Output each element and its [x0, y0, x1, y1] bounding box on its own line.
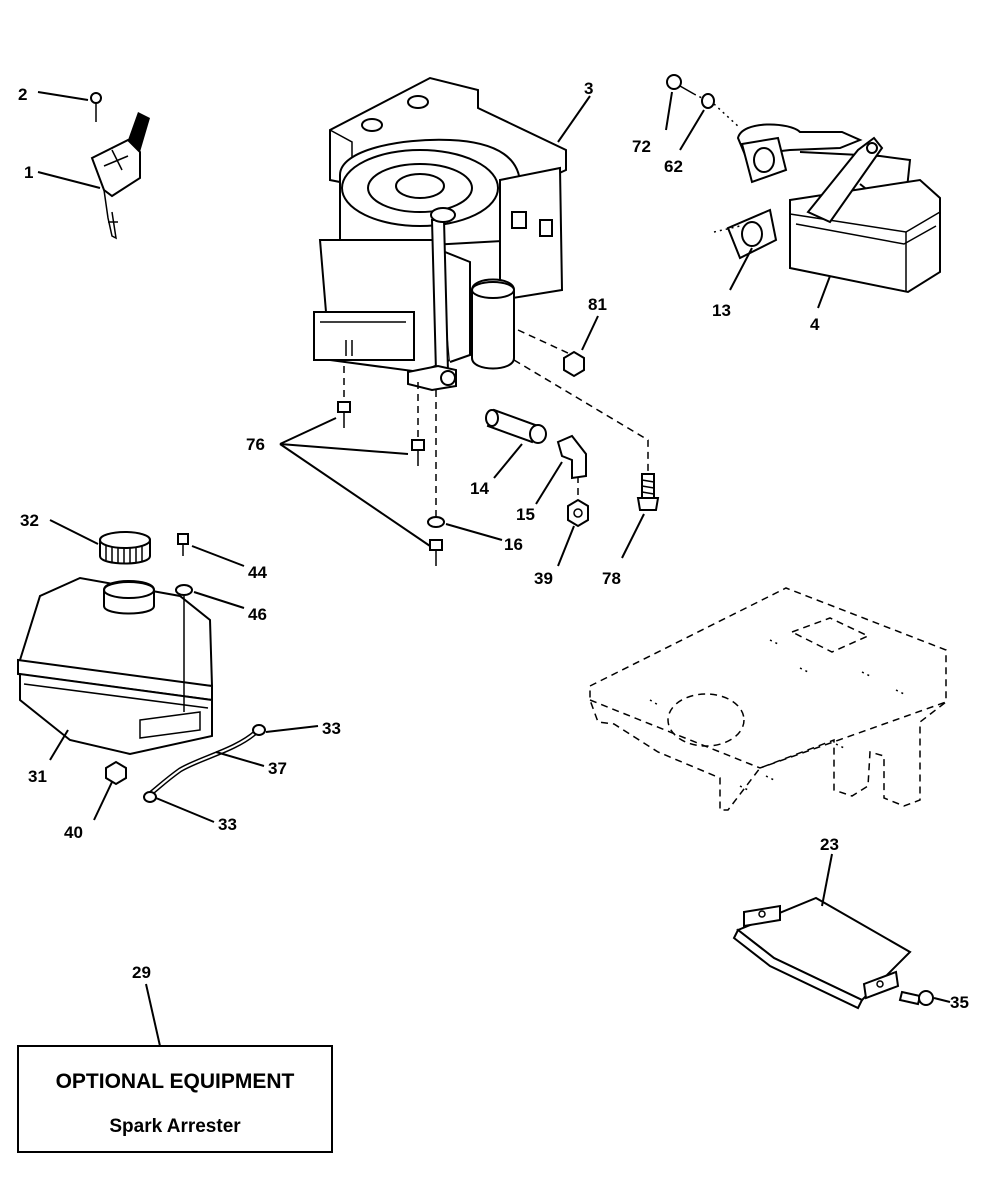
- leader-76-upper: [279, 417, 337, 445]
- leader-33-lower: [155, 797, 215, 823]
- muffler-part: [736, 123, 941, 294]
- callout-29: 29: [132, 963, 151, 982]
- callout-44: 44: [248, 563, 267, 582]
- callout-78: 78: [602, 569, 621, 588]
- callout-62: 62: [664, 157, 683, 176]
- drain-extension-14-part: [485, 408, 547, 444]
- screw-44-part: [177, 533, 189, 556]
- guide-line-nut-81: [517, 329, 571, 355]
- leader-14: [493, 443, 523, 479]
- callout-1: 1: [24, 163, 33, 182]
- leader-32: [49, 519, 99, 545]
- leader-29: [145, 983, 161, 1047]
- guide-line-muffler-bolt: [693, 93, 741, 129]
- leader-35: [933, 997, 951, 1003]
- guide-line-bolt-78: [513, 359, 649, 472]
- callout-16: 16: [504, 535, 523, 554]
- fuel-line-37-part: [148, 730, 258, 796]
- callout-4: 4: [810, 315, 820, 334]
- callout-39: 39: [534, 569, 553, 588]
- elbow-15-part: [556, 434, 587, 480]
- washer-46-part: [175, 584, 193, 596]
- cover-23-part: [732, 896, 912, 1010]
- bolt-76-upper-part: [337, 401, 351, 428]
- leader-76-middle: [279, 443, 409, 455]
- bolt-76-middle-part: [411, 439, 425, 466]
- callout-33-upper: 33: [322, 719, 341, 738]
- callout-14: 14: [470, 479, 489, 498]
- callout-81: 81: [588, 295, 607, 314]
- gasket-13-part: [726, 208, 778, 260]
- guide-line-gasket-13: [713, 225, 741, 233]
- leader-23: [821, 853, 833, 907]
- callout-35: 35: [950, 993, 969, 1012]
- clamp-33-upper-part: [252, 724, 266, 736]
- leader-81: [581, 315, 599, 351]
- leader-46: [193, 591, 245, 609]
- callout-3: 3: [584, 79, 593, 98]
- leader-3: [557, 95, 591, 143]
- callout-32: 32: [20, 511, 39, 530]
- leader-78: [621, 513, 645, 559]
- screw-35-part: [898, 990, 934, 1006]
- leader-1: [37, 171, 101, 189]
- callout-15: 15: [516, 505, 535, 524]
- screw-72-part: [666, 74, 695, 95]
- optional-equipment-title: OPTIONAL EQUIPMENT: [56, 1070, 295, 1093]
- gasket-62-part: [740, 136, 788, 184]
- callout-40: 40: [64, 823, 83, 842]
- leader-62: [679, 109, 705, 151]
- fuel-cap-32-part: [99, 531, 151, 565]
- leader-76-lower: [279, 443, 431, 547]
- leader-72: [665, 91, 673, 131]
- leader-37: [215, 751, 265, 767]
- leader-13: [729, 247, 753, 291]
- nut-81-part: [563, 350, 585, 378]
- callout-33-lower: 33: [218, 815, 237, 834]
- callout-2: 2: [18, 85, 27, 104]
- lockwasher-52-part: [701, 93, 715, 109]
- leader-16: [445, 523, 503, 541]
- cap-39-part: [567, 498, 589, 528]
- leader-33-upper: [265, 725, 319, 733]
- engine-part: [313, 76, 567, 392]
- callout-46: 46: [248, 605, 267, 624]
- callout-31: 31: [28, 767, 47, 786]
- leader-39: [557, 525, 575, 567]
- leader-44: [191, 545, 245, 567]
- bolt-76-lower-part: [429, 539, 443, 566]
- leader-4: [817, 275, 831, 309]
- leader-40: [93, 781, 113, 821]
- callout-72: 72: [632, 137, 651, 156]
- callout-23: 23: [820, 835, 839, 854]
- bolt-78-part: [636, 473, 660, 511]
- washer-16-part: [427, 516, 445, 528]
- optional-equipment-box: [17, 1045, 333, 1153]
- clamp-33-lower-part: [143, 791, 157, 803]
- fuel-tank-31-part: [17, 576, 214, 756]
- leader-31: [49, 729, 69, 761]
- throttle-control-part: [90, 92, 150, 240]
- optional-equipment-subtitle: Spark Arrester: [109, 1116, 241, 1137]
- leader-15: [535, 461, 563, 505]
- callout-76: 76: [246, 435, 265, 454]
- leader-2: [37, 91, 89, 101]
- nut-40-part: [105, 760, 127, 786]
- chassis-frame-reference: [589, 587, 947, 811]
- callout-37: 37: [268, 759, 287, 778]
- callout-13: 13: [712, 301, 731, 320]
